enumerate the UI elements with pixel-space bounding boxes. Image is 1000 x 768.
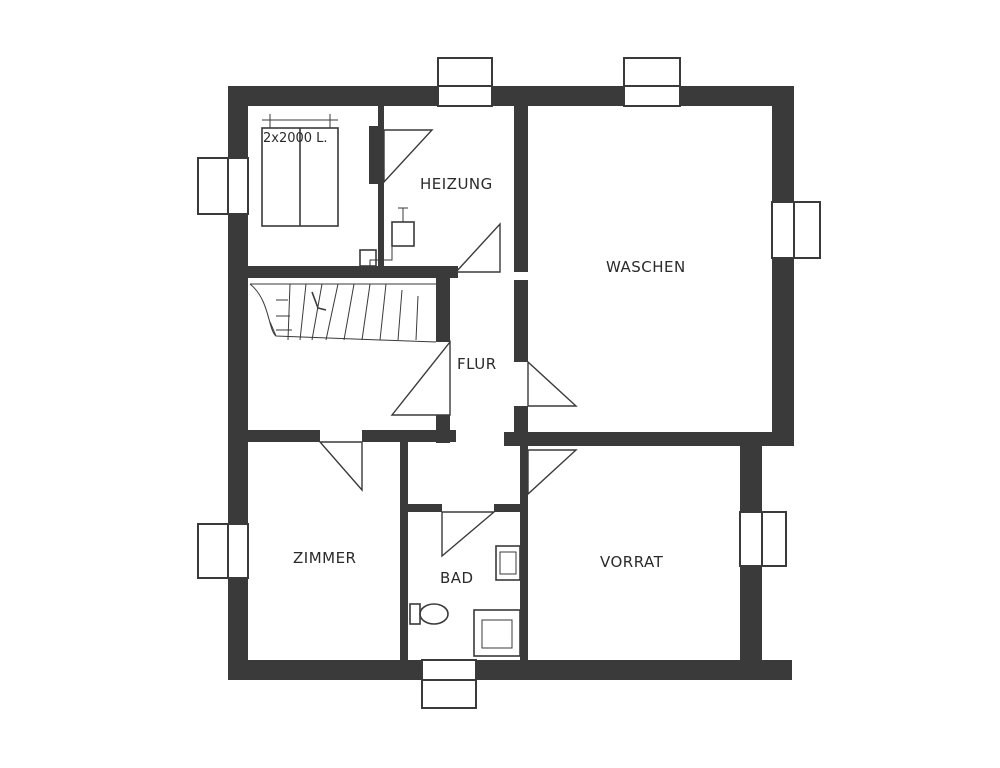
toilet [409, 603, 449, 625]
label-bad: BAD [440, 569, 474, 587]
label-waschen: WASCHEN [606, 258, 686, 276]
label-tank: 2x2000 L. [263, 131, 328, 146]
label-zimmer: ZIMMER [293, 549, 356, 567]
windows [197, 57, 821, 709]
window-right-lower [739, 511, 787, 567]
label-vorrat: VORRAT [600, 553, 664, 571]
label-heizung: HEIZUNG [420, 175, 493, 193]
bath-fixtures [409, 545, 521, 657]
interior-walls [248, 106, 740, 660]
door-vorrat [527, 449, 578, 496]
door-flur-left [390, 339, 451, 416]
oil-tanks [261, 114, 339, 227]
window-right-upper [771, 201, 821, 259]
door-waschen [527, 360, 578, 407]
window-top-left [437, 57, 493, 107]
room-labels: 2x2000 L. HEIZUNG WASCHEN FLUR ZIMMER BA… [263, 131, 686, 587]
shower-tray [473, 609, 521, 657]
door-zimmer [318, 441, 363, 492]
window-top-right [623, 57, 681, 107]
doors [318, 126, 578, 558]
outer-walls [228, 86, 794, 680]
washbasin [495, 545, 521, 581]
window-left-upper [197, 157, 249, 215]
label-flur: FLUR [457, 355, 497, 373]
window-bottom [421, 659, 477, 709]
door-bad [441, 511, 496, 558]
staircase [249, 283, 437, 343]
boiler [359, 207, 415, 267]
door-heizung [383, 129, 434, 184]
window-left-lower [197, 523, 249, 579]
door-flur-top [454, 222, 501, 273]
